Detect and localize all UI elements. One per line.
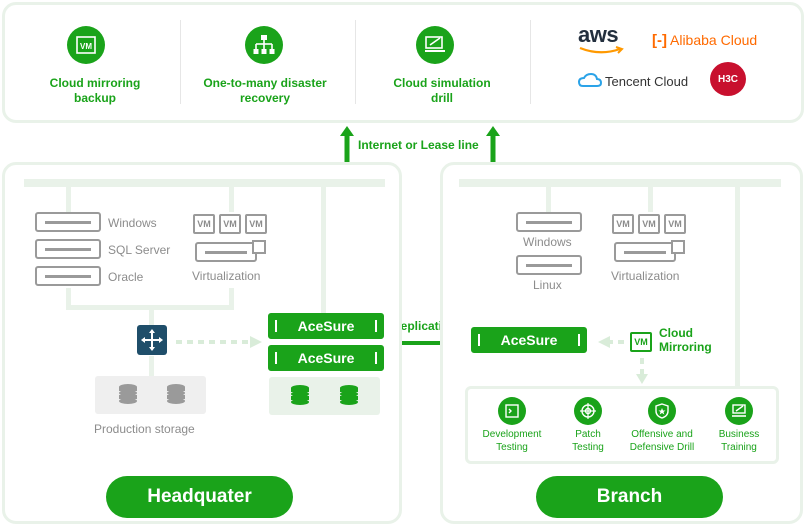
- server-linux: [516, 255, 582, 275]
- svg-text:VM: VM: [80, 42, 92, 51]
- training-icon: [725, 397, 753, 425]
- target-icon: [574, 397, 602, 425]
- vm-box: VM: [612, 214, 634, 234]
- drill-icon: [416, 26, 454, 64]
- server-label: Windows: [108, 216, 157, 230]
- virtualization-server: [195, 242, 257, 262]
- vm-box: VM: [638, 214, 660, 234]
- acesure-box: AceSure: [268, 313, 384, 339]
- copy-icon: [252, 240, 266, 254]
- server-label: Linux: [533, 278, 562, 292]
- server-windows: [35, 212, 101, 232]
- server-sql: [35, 239, 101, 259]
- link-label: Internet or Lease line: [358, 138, 479, 152]
- server-label: SQL Server: [108, 243, 171, 257]
- server-windows: [516, 212, 582, 232]
- production-storage-label: Production storage: [94, 422, 195, 436]
- acesure-box: AceSure: [268, 345, 384, 371]
- virtualization-server: [614, 242, 676, 262]
- production-storage: [95, 376, 206, 414]
- switch-icon: [137, 325, 167, 355]
- vm-box: VM: [193, 214, 215, 234]
- server-label: Oracle: [108, 270, 144, 284]
- vm-box: VM: [245, 214, 267, 234]
- vm-box: VM: [664, 214, 686, 234]
- divider: [180, 20, 181, 104]
- cloud-mirroring-vm-icon: VM: [630, 332, 652, 352]
- aws-logo: aws: [578, 24, 628, 58]
- h3c-logo: H3C: [710, 62, 746, 96]
- branch-title: Branch: [536, 476, 723, 518]
- vm-box: VM: [219, 214, 241, 234]
- acesure-box: AceSure: [471, 327, 587, 353]
- copy-icon: [671, 240, 685, 254]
- tencent-cloud-logo: Tencent Cloud: [578, 70, 698, 92]
- server-oracle: [35, 266, 101, 286]
- alibaba-cloud-logo: [-] Alibaba Cloud: [652, 31, 758, 49]
- shield-icon: [648, 397, 676, 425]
- vm-icon: VM: [67, 26, 105, 64]
- divider: [530, 20, 531, 104]
- virtualization-label: Virtualization: [192, 269, 261, 283]
- terminal-icon: [498, 397, 526, 425]
- acesure-storage: [269, 377, 380, 415]
- network-icon: [245, 26, 283, 64]
- headquarter-title: Headquater: [106, 476, 293, 518]
- server-label: Windows: [523, 235, 572, 249]
- divider: [355, 20, 356, 104]
- virtualization-label: Virtualization: [611, 269, 680, 283]
- top-panel: [2, 2, 804, 123]
